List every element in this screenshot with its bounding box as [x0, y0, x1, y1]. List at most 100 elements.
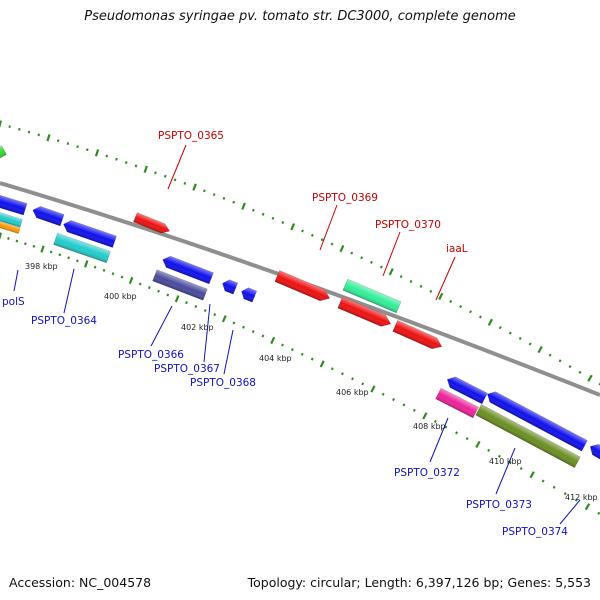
minor-tick [498, 326, 502, 330]
gene-label-pspto-0366: PSPTO_0366 [118, 349, 184, 361]
minor-tick [301, 229, 304, 233]
minor-tick [330, 242, 334, 246]
minor-tick [563, 492, 567, 496]
minor-tick [37, 133, 41, 137]
minor-tick [24, 242, 27, 246]
major-tick [94, 149, 100, 157]
leader-pols [13, 269, 19, 292]
label-leaders [13, 144, 581, 525]
minor-tick [115, 157, 118, 161]
feature-pspto-0369 [274, 270, 331, 302]
minor-tick [232, 200, 236, 204]
minor-tick [154, 171, 157, 175]
minor-tick [402, 403, 406, 407]
major-tick [370, 385, 376, 393]
minor-tick [455, 431, 458, 435]
minor-tick [429, 289, 433, 293]
minor-tick [251, 208, 255, 212]
minor-tick [58, 253, 62, 257]
feature-pspto-0368 [241, 287, 258, 303]
minor-tick [49, 250, 53, 254]
minor-tick [85, 148, 89, 152]
minor-tick [281, 221, 285, 225]
minor-tick [56, 139, 60, 143]
gene-label-pspto-0370: PSPTO_0370 [375, 219, 441, 231]
major-tick [143, 165, 148, 173]
forward-features [0, 145, 443, 350]
minor-tick [251, 330, 255, 334]
minor-tick [232, 321, 236, 325]
scale-label-404: 404 kbp [259, 354, 292, 363]
gene-label-pspto-0368: PSPTO_0368 [190, 377, 256, 389]
minor-tick [487, 448, 491, 452]
major-tick [584, 503, 591, 511]
minor-tick [409, 279, 413, 283]
leader-iaal [435, 256, 456, 301]
minor-tick [194, 305, 198, 309]
feature-blue-right-small [446, 376, 488, 405]
feature-blue-left-1 [0, 192, 28, 216]
feature-pspto-0373 [475, 404, 581, 468]
leader-pspto-0368 [223, 329, 234, 375]
minor-tick [261, 212, 265, 216]
minor-tick [138, 282, 142, 286]
major-tick [475, 440, 481, 449]
gene-label-pols: polS [2, 296, 25, 308]
feature-pspto-0367 [222, 279, 239, 295]
tick-ring-outer [0, 120, 600, 386]
minor-tick [290, 348, 294, 352]
feature-pspto-0364 [53, 232, 111, 264]
minor-tick [163, 174, 167, 178]
minor-tick [508, 460, 512, 464]
minor-tick [105, 154, 109, 158]
gene-label-pspto-0372: PSPTO_0372 [394, 467, 460, 479]
feature-offscreen-left [0, 145, 7, 163]
minor-tick [8, 125, 11, 129]
gene-label-pspto-0373: PSPTO_0373 [466, 499, 532, 511]
feature-blue-center-left [63, 220, 117, 248]
minor-tick [497, 454, 501, 458]
minor-tick [469, 310, 472, 314]
feature-iaal [392, 319, 443, 350]
leader-pspto-0367 [203, 303, 211, 363]
minor-tick [18, 127, 21, 131]
minor-tick [433, 419, 437, 423]
minor-tick [412, 408, 416, 412]
major-tick [487, 318, 493, 326]
minor-tick [300, 352, 304, 356]
feature-pspto-0371 [337, 296, 392, 327]
minor-tick [340, 372, 344, 376]
minor-tick [541, 479, 545, 483]
gene-label-pspto-0369: PSPTO_0369 [312, 192, 378, 204]
minor-tick [183, 181, 187, 185]
leader-pspto-0364 [63, 268, 75, 314]
minor-tick [568, 365, 572, 369]
minor-tick [528, 342, 532, 346]
minor-tick [157, 289, 160, 293]
minor-tick [124, 161, 128, 164]
major-tick [270, 336, 276, 345]
minor-tick [320, 238, 324, 242]
major-tick [192, 183, 197, 191]
scale-label-412: 412 kbp [565, 493, 598, 502]
leader-pspto-0366 [150, 305, 173, 347]
major-tick [290, 223, 296, 231]
major-tick [221, 315, 227, 323]
major-tick [174, 295, 180, 303]
reverse-features [0, 192, 600, 468]
gene-label-pspto-0365: PSPTO_0365 [158, 130, 224, 142]
map-title: Pseudomonas syringae pv. tomato str. DC3… [84, 9, 516, 24]
major-tick [128, 276, 134, 285]
scale-label-408: 408 kbp [413, 422, 446, 431]
minor-tick [310, 233, 314, 237]
feature-pspto-0366a [162, 255, 214, 285]
minor-tick [360, 256, 364, 260]
minor-tick [212, 193, 216, 197]
leader-pspto-0369 [319, 204, 338, 251]
minor-tick [578, 370, 582, 374]
feature-pspto-0370 [342, 278, 402, 314]
minor-tick [76, 145, 79, 149]
minor-tick [459, 305, 463, 309]
minor-tick [519, 466, 523, 471]
